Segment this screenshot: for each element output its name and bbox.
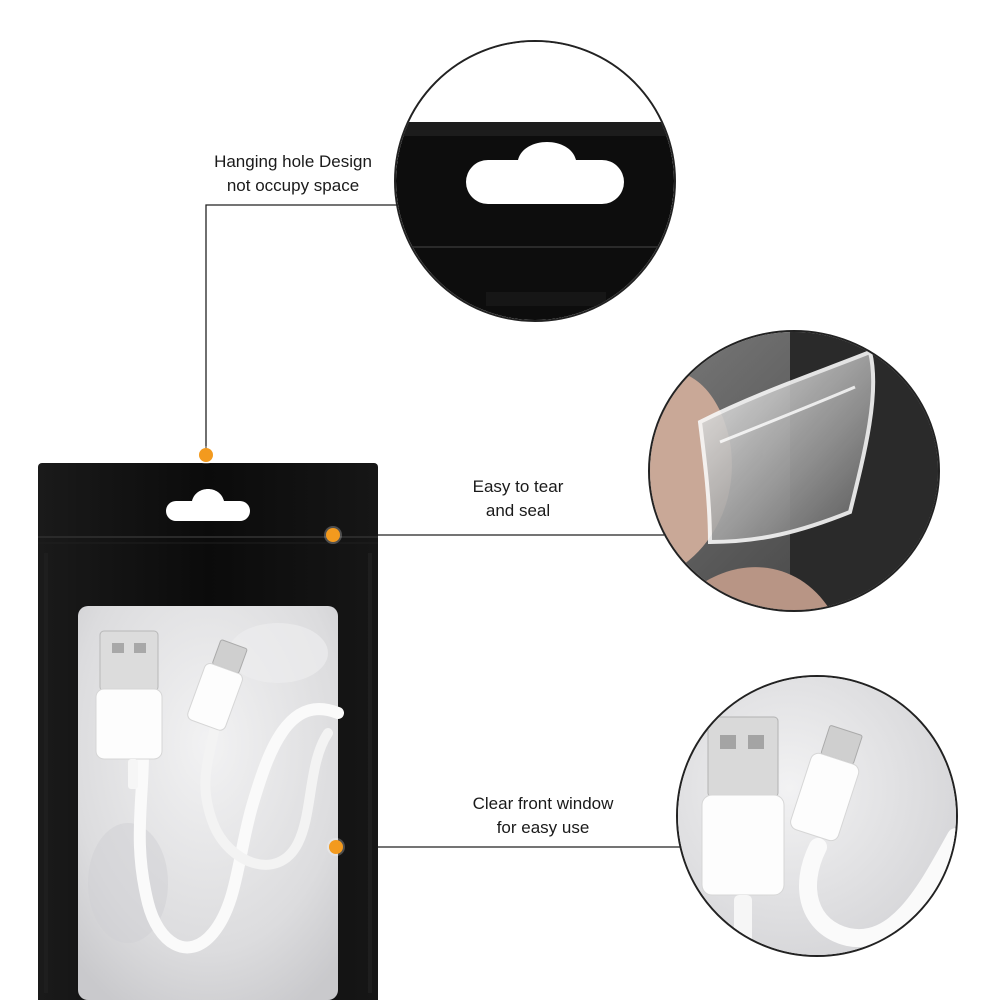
feature-label-line: Easy to tear — [472, 477, 564, 496]
zoom-tear-seal — [648, 330, 940, 612]
zip-seal-icon — [697, 349, 876, 545]
feature-label-line: not occupy space — [226, 176, 360, 195]
feature-label-line: and seal — [485, 501, 551, 520]
feature-label-line: Clear front window — [472, 794, 614, 813]
usb-cable — [133, 703, 344, 954]
hanging-hole-icon — [166, 489, 250, 521]
callout-dot-tear-seal — [326, 528, 340, 542]
leader-line-hanging-hole — [205, 204, 400, 455]
zoom-window — [676, 675, 958, 957]
feature-label-line: for easy use — [496, 818, 590, 837]
usb-a-connector — [701, 716, 785, 955]
feature-label-hanging-hole: Hanging hole Design not occupy space — [198, 150, 388, 198]
feature-label-line: Hanging hole Design — [214, 152, 372, 171]
feature-label-window: Clear front window for easy use — [448, 792, 638, 840]
micro-usb-connector — [790, 725, 863, 842]
feature-label-tear-seal: Easy to tear and seal — [448, 475, 588, 523]
usb-cable — [799, 828, 956, 948]
micro-usb-connector — [187, 639, 248, 731]
zoom-hanging-hole — [394, 40, 676, 322]
callout-dot-hanging-hole — [199, 448, 213, 462]
product-bag — [38, 463, 378, 1000]
hanging-hole-icon — [466, 142, 624, 204]
usb-a-connector — [95, 630, 163, 789]
callout-dot-window — [329, 840, 343, 854]
